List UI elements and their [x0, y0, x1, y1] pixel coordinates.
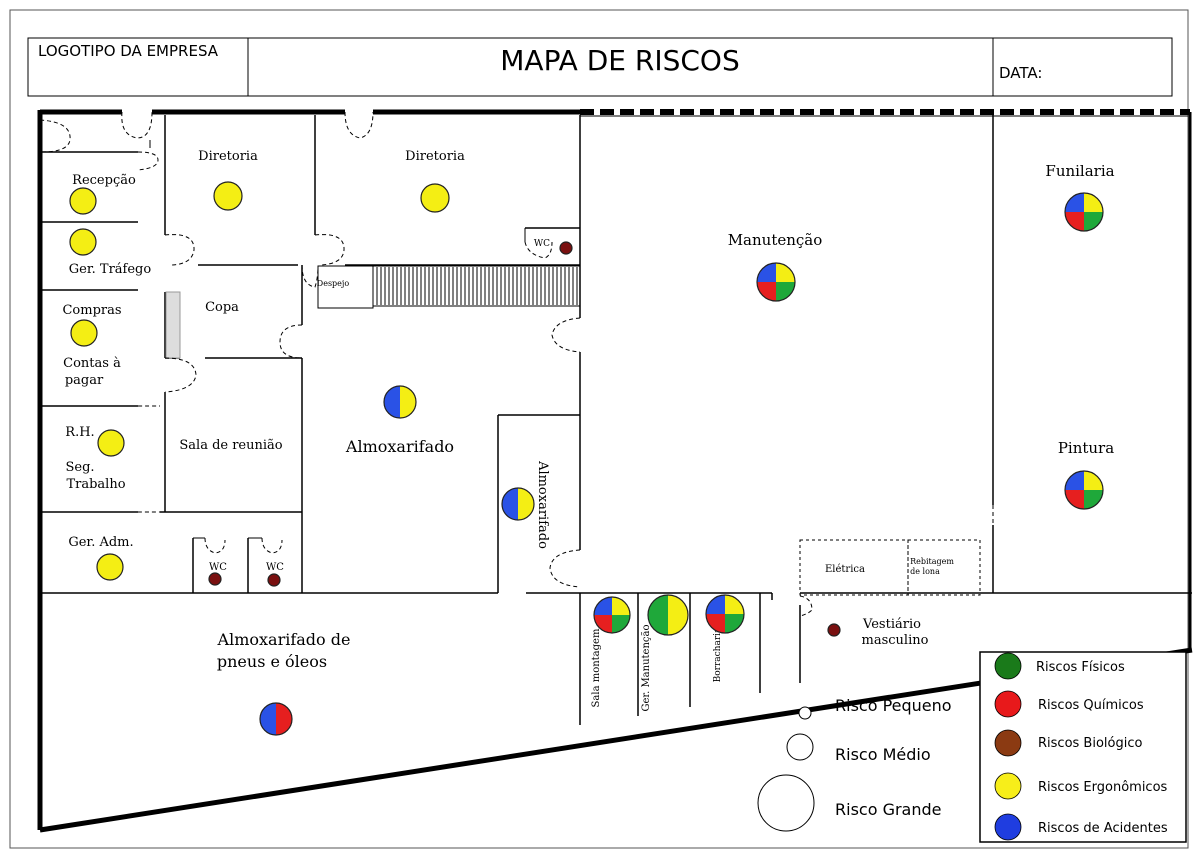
label-compras: Compras — [62, 303, 121, 318]
label-sala-reuniao: Sala de reunião — [179, 438, 282, 453]
date-label: DATA: — [999, 64, 1042, 82]
logo-placeholder: LOGOTIPO DA EMPRESA — [38, 42, 219, 60]
legend-biologico: Riscos Biológico — [1038, 736, 1142, 751]
label-contas-2: pagar — [65, 373, 104, 388]
color-legend: Riscos Físicos Riscos Químicos Riscos Bi… — [979, 651, 1187, 843]
label-manutencao: Manutenção — [728, 231, 823, 249]
label-rebitagem: Rebitagem — [910, 557, 954, 566]
label-borracharia: Borracharia — [713, 627, 723, 682]
label-almoxarifado: Almoxarifado — [345, 437, 454, 456]
label-contas: Contas à — [63, 356, 121, 371]
label-wc-2: WC — [266, 562, 284, 573]
size-legend-small: Risco Pequeno — [835, 696, 952, 715]
risk-ger-trafego — [69, 228, 97, 256]
label-trabalho: Trabalho — [66, 477, 125, 492]
label-wc-1: WC — [209, 562, 227, 573]
label-vestiario-2: masculino — [862, 633, 929, 648]
label-recepcao: Recepção — [72, 173, 136, 188]
risk-funilaria — [1064, 192, 1104, 232]
label-wc-3: WC — [534, 239, 550, 249]
risk-circles — [69, 181, 1104, 736]
risk-recepcao — [69, 187, 97, 215]
label-ger-manutencao: Ger. Manutenção — [641, 625, 652, 712]
size-legend-medium: Risco Médio — [835, 745, 931, 764]
risk-almoxarifado — [383, 385, 417, 419]
risk-almox-pneus — [259, 702, 293, 736]
legend-fisicos: Riscos Físicos — [1036, 660, 1125, 675]
risk-diretoria-2 — [420, 183, 450, 213]
legend-blue-swatch — [994, 813, 1022, 841]
legend-ergonomicos: Riscos Ergonômicos — [1038, 780, 1168, 795]
risk-wc-1 — [208, 572, 222, 586]
label-vestiario: Vestiário — [862, 617, 921, 632]
label-eletrica: Elétrica — [825, 564, 865, 575]
size-legend: Risco Pequeno Risco Médio Risco Grande — [757, 696, 952, 832]
label-sala-montagem: Sala montagem — [591, 628, 602, 707]
label-almox-pneus-2: pneus e óleos — [217, 652, 327, 671]
risk-wc-3 — [559, 241, 573, 255]
legend-brown-swatch — [994, 729, 1022, 757]
label-seg: Seg. — [65, 460, 94, 475]
legend-red-swatch — [994, 690, 1022, 718]
label-despejo: Despejo — [317, 279, 350, 288]
small-risk-circle — [798, 706, 812, 720]
room-labels: Diretoria Diretoria Recepção Ger. Tráfeg… — [62, 149, 1114, 712]
label-diretoria-1: Diretoria — [198, 149, 258, 164]
legend-quimicos: Riscos Químicos — [1038, 698, 1144, 713]
risk-compras — [70, 319, 98, 347]
label-funilaria: Funilaria — [1045, 162, 1114, 180]
risk-ger-manutencao — [647, 594, 689, 636]
size-legend-large: Risco Grande — [835, 800, 942, 819]
risk-sala-montagem — [593, 596, 631, 634]
large-risk-circle — [757, 774, 815, 832]
risk-manutencao — [756, 262, 796, 302]
risk-almoxarifado-vertical — [501, 487, 535, 521]
medium-risk-circle — [786, 733, 814, 761]
label-ger-adm: Ger. Adm. — [68, 535, 133, 550]
legend-acidentes: Riscos de Acidentes — [1038, 821, 1168, 836]
doors — [39, 111, 994, 617]
risk-borracharia — [705, 594, 745, 634]
risk-rh — [97, 429, 125, 457]
page-title: MAPA DE RISCOS — [500, 44, 739, 77]
label-ger-trafego: Ger. Tráfego — [69, 262, 152, 277]
risk-vestiario — [827, 623, 841, 637]
label-almox-pneus: Almoxarifado de — [217, 630, 351, 649]
label-almoxarifado-vertical: Almoxarifado — [535, 460, 550, 549]
stairs-hatch — [376, 267, 578, 305]
label-rebitagem-2: de lona — [910, 567, 940, 576]
label-pintura: Pintura — [1058, 439, 1114, 457]
label-copa: Copa — [205, 300, 239, 315]
header: LOGOTIPO DA EMPRESA MAPA DE RISCOS DATA: — [27, 37, 1173, 97]
risk-diretoria-1 — [213, 181, 243, 211]
risk-pintura — [1064, 470, 1104, 510]
risk-ger-adm — [96, 553, 124, 581]
label-rh: R.H. — [65, 425, 94, 440]
risk-wc-2 — [267, 573, 281, 587]
legend-yellow-swatch — [994, 772, 1022, 800]
label-diretoria-2: Diretoria — [405, 149, 465, 164]
legend-green-swatch — [994, 652, 1022, 680]
page-frame — [9, 9, 1189, 849]
